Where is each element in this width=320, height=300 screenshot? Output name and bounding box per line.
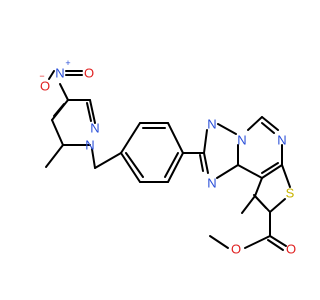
bond-triazole-n1-c8a bbox=[216, 164, 239, 179]
bond-benzene-3 bbox=[167, 122, 184, 154]
atom-ester-o-double: O bbox=[286, 242, 296, 257]
bond-ch2-benzene bbox=[94, 152, 122, 169]
bond-n1-ch2 bbox=[91, 148, 96, 169]
bond-thiophene-c6a-s bbox=[281, 164, 291, 188]
atom-thiophene-s: S bbox=[286, 186, 295, 201]
atom-label-layer: O − N + O N N N N N N S O O bbox=[39, 58, 296, 257]
bond-benzene-6-double bbox=[125, 152, 144, 178]
bond-pyrazole-n2-n1 bbox=[89, 99, 96, 124]
bond-nitro-n-c3 bbox=[59, 83, 69, 101]
bond-o-minus-n-nitro bbox=[48, 70, 55, 80]
bond-thiophene-c8-c9-double bbox=[253, 194, 267, 209]
charge-nitro-n-plus: + bbox=[65, 58, 70, 68]
bond-pyrimidine-c6a-c9a-double bbox=[261, 162, 279, 174]
bond-c9-methyl bbox=[241, 195, 256, 214]
bond-pyrimidine-c6a-c9a bbox=[261, 164, 283, 179]
atom-pyrazole-n1: N bbox=[85, 138, 94, 153]
bond-ester-o-methyl bbox=[209, 235, 229, 249]
bond-thiophene-c9-c9a bbox=[254, 177, 263, 197]
atom-pyrazole-n2: N bbox=[90, 121, 99, 136]
bond-pyrazole-n2-n1-double bbox=[86, 102, 92, 122]
atom-pyrimidine-n: N bbox=[277, 133, 286, 148]
atom-triazole-n-top: N bbox=[207, 117, 216, 132]
bond-pyrimidine-n4-c5 bbox=[247, 116, 263, 131]
bond-benzene-4 bbox=[167, 152, 184, 183]
bond-layer bbox=[45, 70, 291, 251]
bond-pyrimidine-c5-n6 bbox=[261, 116, 279, 131]
bond-triazole-c2-n1 bbox=[203, 152, 209, 174]
atom-nitro-n: N bbox=[55, 66, 64, 81]
bond-ester-c-o-double bbox=[269, 235, 287, 247]
bond-pyrazole-c5-methyl bbox=[45, 144, 64, 168]
bond-triazole-c2-n1-double bbox=[199, 154, 204, 172]
bond-ester-c-o-double-2 bbox=[267, 239, 284, 251]
atom-triazole-n-fused: N bbox=[237, 133, 246, 148]
charge-nitro-o-minus: − bbox=[39, 71, 44, 81]
bond-pyrazole-c4-c5 bbox=[51, 119, 64, 146]
atom-ester-o-single: O bbox=[231, 242, 241, 257]
bond-ester-c-o-single bbox=[244, 235, 271, 249]
atom-nitro-o-minus: O bbox=[40, 79, 50, 94]
bond-pyrimidine-c5-n6-double bbox=[261, 122, 275, 134]
bond-triazole-c2-n3 bbox=[203, 129, 208, 154]
bond-pyrimidine-c9a-c8a bbox=[237, 164, 263, 179]
atom-triazole-n-bottom: N bbox=[207, 176, 216, 191]
chemical-structure-diagram: O − N + O N N N N N N S O O bbox=[39, 58, 296, 257]
bond-benzene-1 bbox=[120, 122, 141, 154]
bond-benzene-4-double bbox=[164, 152, 179, 178]
bond-triazole-n3-n4 bbox=[217, 123, 237, 135]
atom-nitro-o-double: O bbox=[84, 66, 94, 81]
bond-benzene-6 bbox=[120, 152, 141, 183]
bond-thiophene-s-c8 bbox=[269, 198, 286, 213]
bond-pyrazole-c3-c4-double bbox=[53, 103, 65, 117]
